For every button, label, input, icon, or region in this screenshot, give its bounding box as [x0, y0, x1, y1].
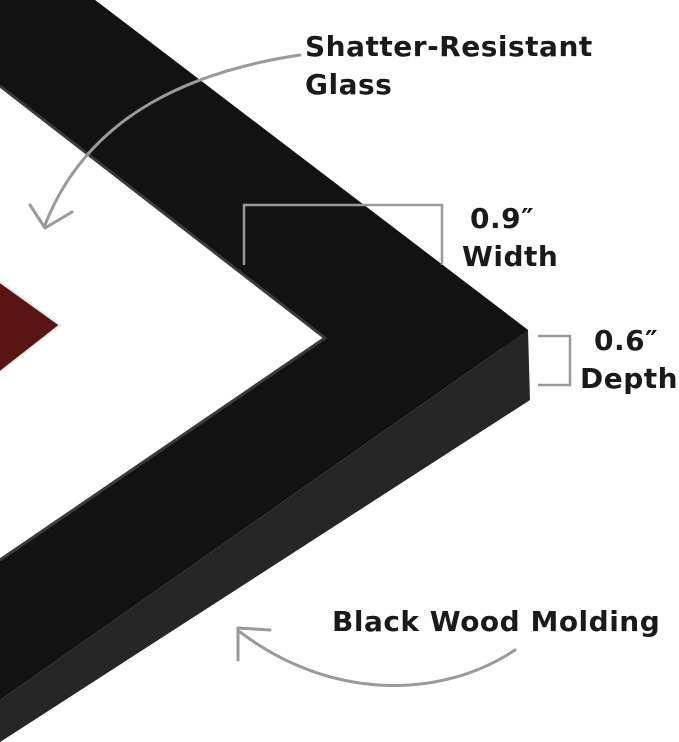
mat-board [0, 90, 318, 555]
width-value: 0.9″ [470, 202, 535, 235]
width-label: Width [462, 240, 559, 273]
frame-front-face [0, 0, 528, 700]
molding-arrowhead [236, 626, 272, 662]
molding-callout: Black Wood Molding [332, 605, 661, 638]
depth-bracket [538, 334, 572, 387]
glass-callout-line1: Shatter-Resistant [305, 30, 593, 63]
frame-inner-edge [0, 84, 328, 562]
width-callout: 0.9″ Width [462, 200, 558, 276]
glass-callout-line2: Glass [305, 68, 393, 101]
photo-border [0, 281, 62, 373]
depth-label: Depth [580, 362, 679, 395]
frame-depth-strip [0, 330, 530, 742]
depth-callout: 0.6″ Depth [580, 322, 678, 398]
glass-arrowhead [28, 203, 74, 230]
glass-callout: Shatter-Resistant Glass [305, 28, 593, 104]
glass-arrow [43, 53, 302, 227]
molding-arrow [238, 630, 517, 687]
photo-corner [0, 282, 60, 372]
depth-value: 0.6″ [594, 324, 659, 357]
width-bracket [242, 203, 444, 265]
